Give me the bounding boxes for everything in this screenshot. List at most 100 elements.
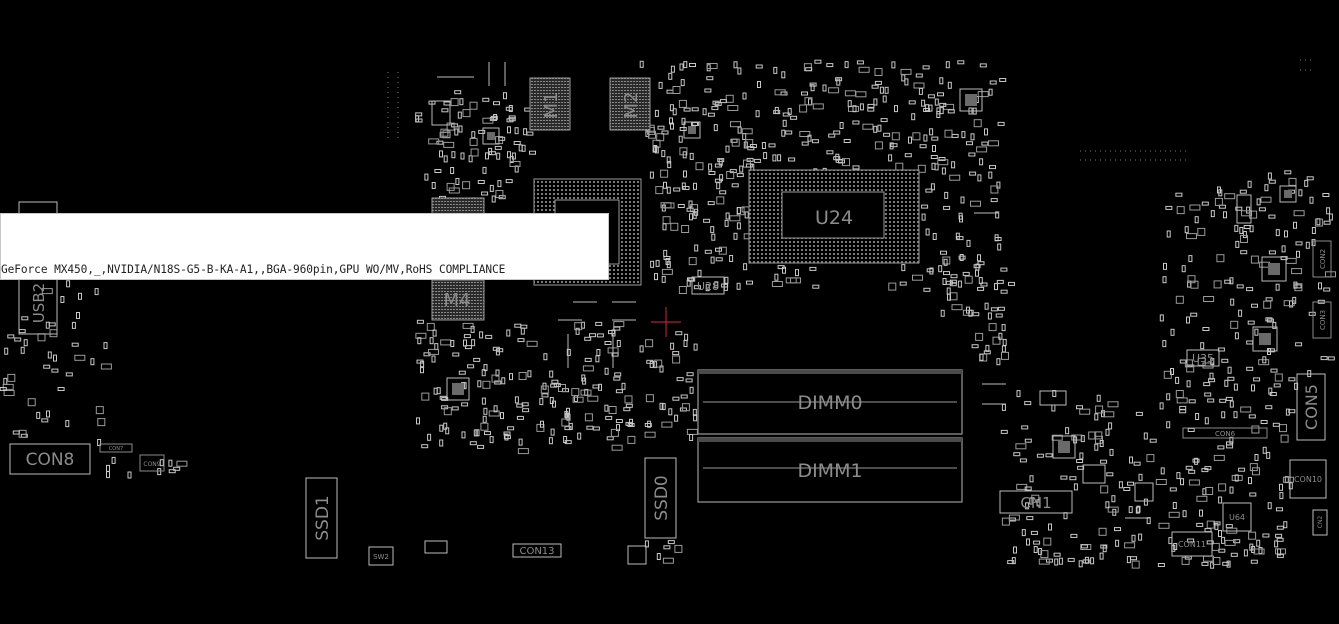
smd-pad (46, 410, 50, 418)
smd-pad (604, 367, 609, 375)
component-dimm1[interactable]: DIMM1 (697, 437, 963, 503)
smd-pad (1233, 539, 1241, 544)
component-u28[interactable]: U28 (691, 276, 725, 295)
smd-pad (921, 99, 926, 107)
smd-pad (979, 353, 984, 361)
component-con7[interactable]: CON7 (99, 443, 133, 453)
component-sw2[interactable]: SW2 (368, 546, 394, 566)
component-con9[interactable]: CON9 (139, 454, 165, 472)
component-dimm0[interactable]: DIMM0 (697, 369, 963, 435)
smd-pad (877, 124, 882, 132)
component-con13[interactable]: CON13 (512, 543, 562, 558)
smd-pad (946, 287, 951, 295)
smd-pad (672, 108, 677, 116)
component-con6[interactable]: CON6 (1182, 427, 1268, 439)
component-u24[interactable]: U24 (748, 169, 920, 264)
smd-pad (744, 211, 749, 219)
smd-pad (1118, 481, 1123, 489)
smd-pad (461, 431, 466, 439)
smd-pad (1229, 277, 1234, 285)
smd-pad (65, 372, 73, 377)
smd-pad (1095, 435, 1103, 444)
smd-pad (1026, 516, 1034, 521)
smd-pad (724, 276, 729, 284)
component-m1[interactable]: M1 (529, 77, 571, 131)
component-con3[interactable]: CON3 (1312, 301, 1332, 339)
smd-pad (768, 143, 776, 148)
smd-pad (880, 118, 888, 123)
smd-pad (1276, 537, 1284, 542)
smd-pad (883, 132, 891, 137)
smd-pad (931, 162, 936, 170)
smd-pad (918, 87, 923, 95)
smd-pad (37, 333, 46, 342)
smd-pad (811, 139, 819, 144)
smd-pad (681, 403, 690, 412)
component-ssd1[interactable]: SSD1 (305, 477, 338, 559)
smd-pad (1246, 287, 1254, 292)
smd-pad (482, 117, 494, 124)
component-cn1[interactable]: CN1 (999, 490, 1073, 514)
smd-pad (1326, 207, 1331, 215)
component-m4[interactable]: M4 (431, 279, 485, 321)
component-u35[interactable]: U35 (1186, 349, 1220, 367)
smd-pad-field (0, 59, 1336, 569)
smd-pad (1170, 328, 1175, 336)
smd-pad (736, 222, 741, 230)
smd-pad (737, 126, 742, 134)
smd-pad (957, 280, 962, 288)
smd-pad (1240, 250, 1248, 255)
smd-pad (788, 157, 796, 162)
smd-pad (1308, 311, 1316, 316)
component-con11[interactable]: CON11 (1171, 531, 1213, 557)
smd-pad (1162, 276, 1167, 284)
smd-pad (871, 84, 879, 89)
smd-pad (503, 431, 511, 436)
smd-pad (785, 277, 797, 284)
component-con2[interactable]: CON2 (1312, 240, 1332, 278)
component-con8[interactable]: CON8 (9, 443, 91, 475)
smd-pad (518, 438, 523, 446)
smd-pad (1298, 189, 1303, 197)
smd-pad (586, 425, 594, 430)
smd-pad (421, 444, 429, 449)
smd-pad (941, 167, 946, 175)
smd-pad (942, 256, 951, 265)
smd-pad (977, 261, 985, 266)
smd-pad (41, 288, 53, 295)
smd-pad (1213, 280, 1222, 289)
smd-pad (1234, 474, 1239, 482)
smd-pad (742, 133, 747, 140)
smd-pad (455, 178, 460, 185)
smd-pad (14, 337, 22, 342)
smd-pad (1192, 458, 1200, 463)
smd-pad (469, 441, 477, 446)
smd-pad (21, 316, 29, 321)
smd-pad (480, 422, 489, 431)
smd-pad (1256, 539, 1261, 547)
component-con5[interactable]: CON5 (1296, 373, 1326, 441)
smd-pad (539, 398, 544, 406)
label-m4: M4 (444, 290, 471, 311)
smd-pad (604, 341, 612, 345)
component-u64[interactable]: U64 (1222, 502, 1252, 532)
component-cn2[interactable]: CN2 (1312, 509, 1328, 536)
smd-pad (968, 152, 976, 157)
smd-pad (957, 60, 965, 65)
smd-pad (1210, 561, 1215, 569)
component-ssd0[interactable]: SSD0 (644, 457, 677, 539)
component-m2[interactable]: M2 (609, 77, 651, 131)
smd-pad (1157, 563, 1165, 567)
smd-pad (1293, 210, 1305, 217)
smd-pad (1175, 192, 1183, 197)
smd-pad (611, 444, 623, 451)
smd-pad (692, 211, 697, 219)
smd-pad (962, 271, 970, 276)
smd-pad (678, 99, 687, 108)
smd-pad (1040, 550, 1049, 559)
smd-pad (692, 408, 697, 416)
smd-pad (729, 255, 734, 262)
component-con10[interactable]: CON10 (1289, 459, 1327, 499)
smd-pad (1080, 544, 1088, 549)
